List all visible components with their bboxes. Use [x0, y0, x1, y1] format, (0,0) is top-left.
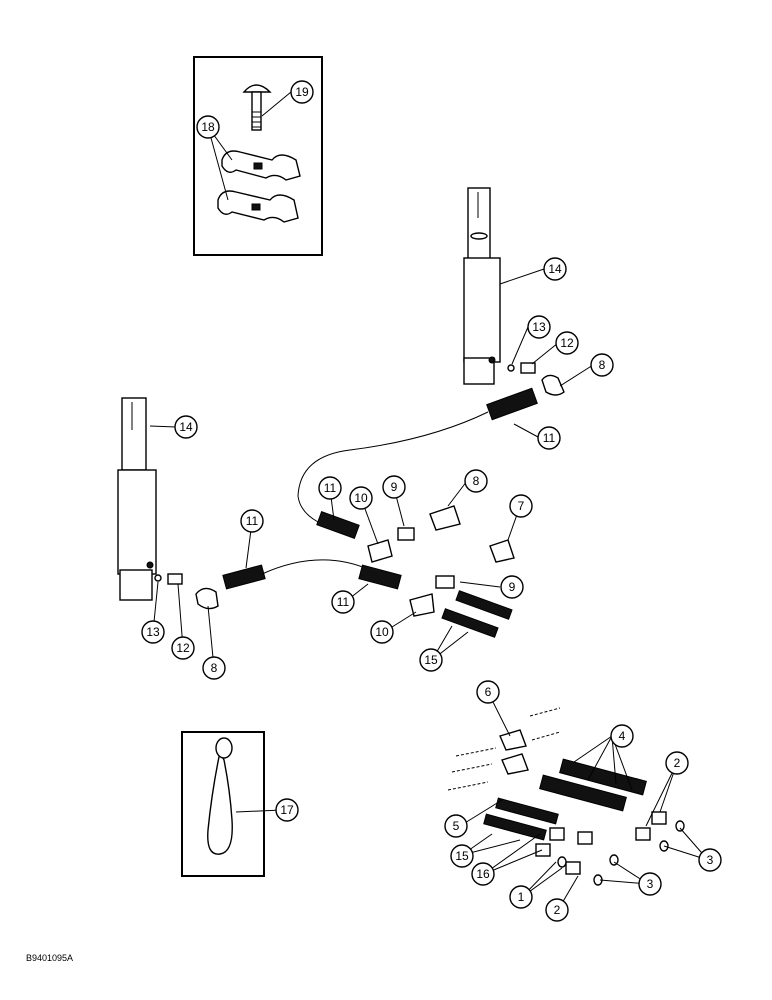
callout-19: 19	[290, 80, 314, 104]
callout-label: 8	[599, 358, 606, 372]
callout-label: 9	[391, 480, 398, 494]
clamp-upper	[221, 150, 301, 181]
callouts: 19 18 14 13 12 8 11 14 11 10 9 8 7 11 13…	[141, 80, 722, 922]
callout-18: 18	[196, 115, 220, 139]
callout-label: 4	[619, 729, 626, 743]
callout-16: 16	[471, 862, 495, 886]
callout-11-right: 11	[537, 426, 561, 450]
callout-14-left: 14	[174, 415, 198, 439]
callout-label: 15	[424, 653, 438, 667]
callout-label: 14	[179, 420, 193, 434]
callout-11-upper-mid: 11	[318, 476, 342, 500]
callout-label: 17	[280, 803, 294, 817]
callout-2-lower: 2	[545, 898, 569, 922]
fittings-middle-group	[316, 505, 515, 638]
inset-box-strap	[181, 731, 265, 877]
callout-label: 3	[707, 853, 714, 867]
callout-11-mid-left: 11	[240, 509, 264, 533]
inset-box-clamp	[193, 56, 323, 256]
callout-3-upper: 3	[698, 848, 722, 872]
callout-label: 2	[554, 903, 561, 917]
callout-10-lower: 10	[370, 620, 394, 644]
callout-label: 6	[485, 685, 492, 699]
callout-12-right: 12	[555, 331, 579, 355]
callout-label: 11	[246, 514, 259, 528]
callout-8-left: 8	[202, 656, 226, 680]
callout-2-upper: 2	[665, 751, 689, 775]
callout-15-lower: 15	[450, 844, 474, 868]
callout-13-left: 13	[141, 620, 165, 644]
callout-1: 1	[509, 885, 533, 909]
callout-4: 4	[610, 724, 634, 748]
callout-label: 19	[295, 85, 309, 99]
callout-11-lower: 11	[331, 590, 355, 614]
callout-label: 9	[509, 580, 516, 594]
callout-3-lower: 3	[638, 872, 662, 896]
callout-label: 16	[476, 867, 490, 881]
callout-label: 12	[176, 641, 190, 655]
callout-9-upper: 9	[382, 475, 406, 499]
fittings-right-group	[486, 362, 565, 421]
callout-label: 10	[354, 491, 368, 505]
figure-ref: B9401095A	[26, 953, 73, 963]
callout-8-mid: 8	[464, 469, 488, 493]
hose-line-lower	[261, 559, 371, 575]
callout-15-mid: 15	[419, 648, 443, 672]
cylinder-left	[117, 397, 157, 601]
callout-label: 14	[548, 262, 562, 276]
callout-label: 8	[211, 661, 218, 675]
callout-label: 1	[518, 890, 525, 904]
callout-label: 11	[543, 431, 556, 445]
callout-label: 11	[324, 481, 337, 495]
callout-13-right: 13	[527, 315, 551, 339]
callout-label: 15	[455, 849, 469, 863]
hose-line-upper	[297, 411, 489, 523]
callout-label: 13	[532, 320, 546, 334]
callout-label: 13	[146, 625, 160, 639]
callout-label: 8	[473, 474, 480, 488]
callout-8-right: 8	[590, 353, 614, 377]
callout-label: 2	[674, 756, 681, 770]
hose-strap	[207, 737, 233, 855]
callout-5: 5	[444, 814, 468, 838]
callout-label: 7	[518, 499, 525, 513]
callout-17: 17	[275, 798, 299, 822]
carriage-bolt	[242, 84, 272, 131]
fittings-lower-right-group	[447, 707, 685, 886]
fittings-left-group	[154, 564, 266, 610]
callout-12-left: 12	[171, 636, 195, 660]
callout-label: 10	[375, 625, 389, 639]
callout-9-lower: 9	[500, 575, 524, 599]
clamp-lower	[217, 190, 299, 223]
callout-label: 3	[647, 877, 654, 891]
callout-label: 11	[337, 595, 350, 609]
callout-14-right: 14	[543, 257, 567, 281]
callout-label: 18	[201, 120, 215, 134]
callout-7: 7	[509, 494, 533, 518]
callout-label: 5	[453, 819, 460, 833]
cylinder-right	[463, 187, 501, 385]
callout-6: 6	[476, 680, 500, 704]
callout-label: 12	[560, 336, 574, 350]
callout-10-upper: 10	[349, 486, 373, 510]
